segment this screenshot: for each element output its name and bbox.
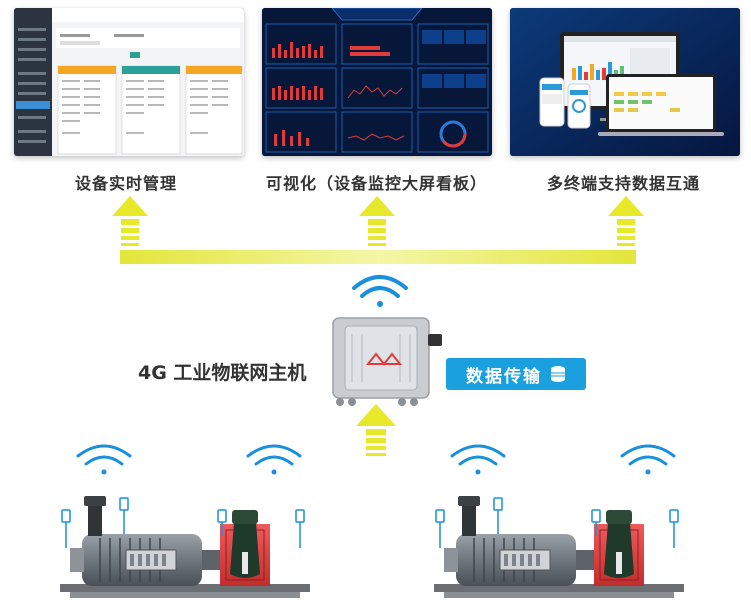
hub-label: 4G 工业物联网主机: [138, 362, 307, 384]
hub-wifi-icon: [352, 275, 408, 307]
dashboard-ui-illustration: [262, 8, 492, 156]
admin-screenshot: [14, 8, 244, 156]
machine-group-left: [58, 444, 312, 600]
dashboard-screenshot: [262, 8, 492, 156]
multi-device-illustration: [510, 8, 740, 156]
caption-visualization: 可视化（设备监控大屏看板）: [266, 174, 488, 193]
iot-gateway-device: [332, 317, 442, 406]
admin-ui-illustration: [14, 8, 244, 156]
distribution-bar: [120, 250, 636, 264]
arrow-up-to-hub: [356, 404, 396, 456]
caption-multi-terminal: 多终端支持数据互通: [547, 174, 701, 193]
data-transmission-badge: 数据传输: [446, 358, 586, 390]
database-icon: [551, 366, 565, 382]
arrow-up-center: [359, 196, 395, 246]
caption-device-management: 设备实时管理: [75, 174, 178, 193]
badge-label: 数据传输: [466, 366, 542, 387]
arrow-up-left: [112, 196, 148, 246]
multi-device-screenshot: [510, 8, 740, 156]
arrow-up-right: [608, 196, 644, 246]
machine-group-right: [432, 444, 686, 600]
